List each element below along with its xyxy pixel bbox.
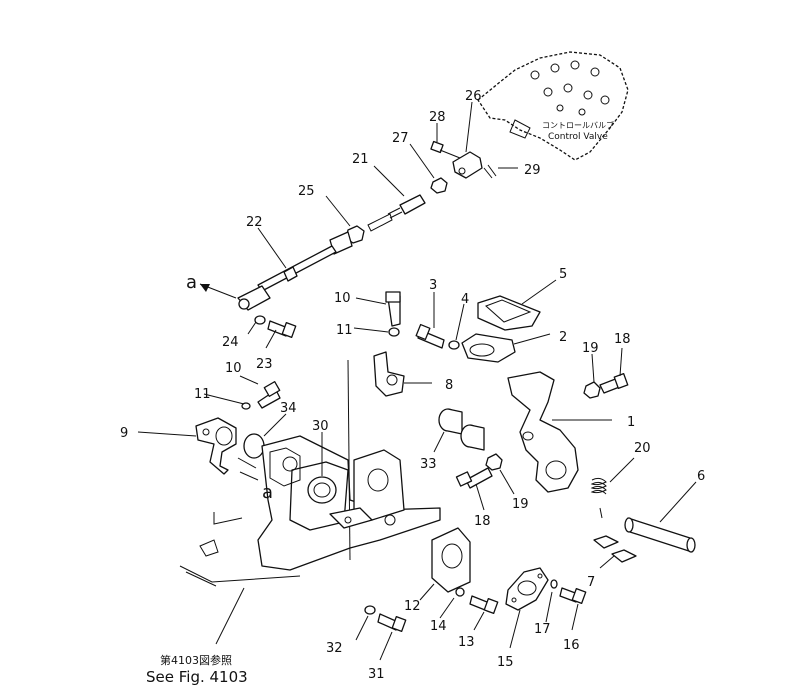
- callout-15: 15: [497, 655, 514, 670]
- reference-note-jp: 第4103図参照: [160, 653, 232, 667]
- callout-26: 26: [465, 89, 482, 104]
- callout-11-lower: 11: [194, 387, 211, 402]
- bracket-frame: [179, 359, 441, 587]
- callout-32: 32: [326, 641, 343, 656]
- callout-labels: 1 2 3 4 5 6 7 8 9 10 10 11 11 12 13 14 1…: [120, 89, 705, 682]
- callout-34: 34: [280, 401, 297, 416]
- callout-19-upper: 19: [582, 341, 599, 356]
- callout-28: 28: [429, 110, 446, 125]
- leader-lines: [137, 101, 697, 661]
- callout-10-upper: 10: [334, 291, 351, 306]
- lever-arm-8: [373, 291, 405, 397]
- callout-20: 20: [634, 441, 651, 456]
- callout-21: 21: [352, 152, 369, 167]
- control-valve-label-jp: コントロールバルブ: [542, 120, 614, 130]
- callout-14: 14: [430, 619, 447, 634]
- callout-8: 8: [445, 378, 453, 393]
- callout-10-lower: 10: [225, 361, 242, 376]
- callout-6: 6: [697, 469, 705, 484]
- control-valve-drawing: [477, 51, 629, 161]
- flange-15: [505, 567, 549, 611]
- callout-29: 29: [524, 163, 541, 178]
- callout-18-lower: 18: [474, 514, 491, 529]
- shaft: [593, 517, 696, 563]
- callout-17: 17: [534, 622, 551, 637]
- callout-30: 30: [312, 419, 329, 434]
- marker-a-lower: a: [262, 482, 273, 503]
- callout-19-lower: 19: [512, 497, 529, 512]
- callout-23: 23: [256, 357, 273, 372]
- callout-24: 24: [222, 335, 239, 350]
- callout-16: 16: [563, 638, 580, 653]
- control-valve-label-en: Control Valve: [548, 132, 608, 142]
- callout-11-upper: 11: [336, 323, 353, 338]
- rod-linkage: [237, 140, 497, 338]
- callout-25: 25: [298, 184, 315, 199]
- callout-7: 7: [587, 575, 595, 590]
- callout-5: 5: [559, 267, 567, 282]
- pedal-pad: [461, 295, 541, 363]
- mount-plate-12: [431, 527, 471, 593]
- lever-arm-9: [195, 417, 237, 475]
- callout-27: 27: [392, 131, 409, 146]
- callout-33: 33: [420, 457, 437, 472]
- marker-a-upper: a: [186, 272, 197, 293]
- pedal-lever: [507, 371, 579, 493]
- callout-31: 31: [368, 667, 385, 682]
- callout-9: 9: [120, 426, 128, 441]
- callout-22: 22: [246, 215, 263, 230]
- callout-1: 1: [627, 415, 635, 430]
- callout-4: 4: [461, 292, 469, 307]
- reference-note-en: See Fig. 4103: [146, 668, 248, 686]
- callout-2: 2: [559, 330, 567, 345]
- callout-3: 3: [429, 278, 437, 293]
- callout-12: 12: [404, 599, 421, 614]
- callout-13: 13: [458, 635, 475, 650]
- callout-18-upper: 18: [614, 332, 631, 347]
